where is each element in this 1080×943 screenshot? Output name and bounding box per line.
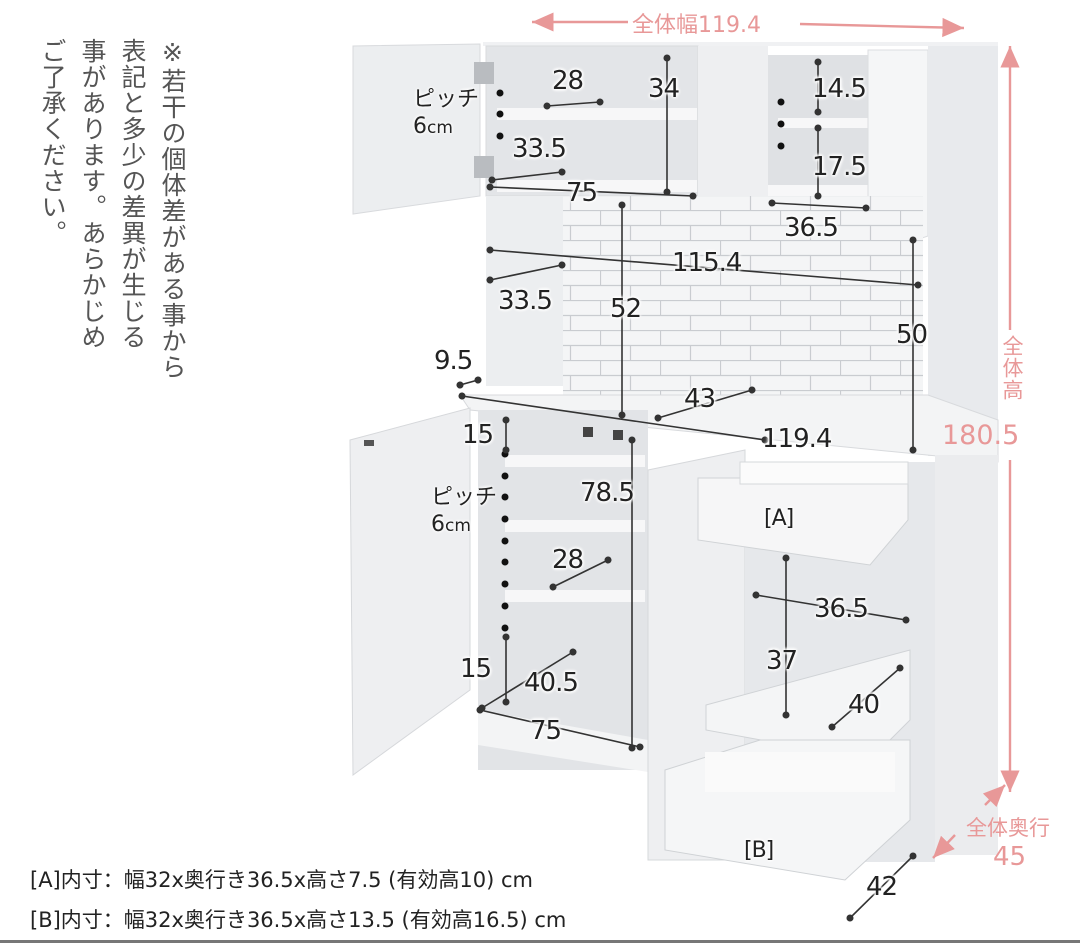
counter-width: 119.4 [762, 424, 832, 454]
lower-floor-depth: 40.5 [524, 668, 579, 698]
middle-inner-width: 115.4 [672, 248, 742, 278]
lower-top-gap: 15 [462, 420, 494, 450]
drawer-column [647, 449, 998, 881]
middle-opening [459, 196, 999, 463]
lower-shelf-depth: 28 [552, 545, 584, 575]
drawer-b-label: [B] [744, 838, 774, 863]
slide-shelf-depth: 40 [848, 690, 880, 720]
disclaimer-col-4: ご了承ください。 [38, 38, 67, 246]
upper-right-bottom-height: 17.5 [812, 152, 867, 182]
drawer-a-inner-dimensions: [A]内寸：幅32x奥行き36.5x高さ7.5 (有効高10) cm [30, 868, 533, 892]
upper-left-height: 34 [648, 74, 680, 104]
drawer-inner-depth: 36.5 [814, 594, 869, 624]
middle-depth: 33.5 [498, 286, 553, 316]
overall-depth-kanji: 全体奥行 [966, 816, 1050, 840]
bottom-divider [0, 940, 1080, 943]
disclaimer-col-1: ※若干の個体差がある事から [158, 38, 187, 380]
lower-bottom-gap: 15 [460, 654, 492, 684]
upper-left-shelf-depth: 28 [552, 66, 584, 96]
counter-offset: 9.5 [434, 346, 473, 376]
upper-left-depth: 33.5 [512, 134, 567, 164]
overall-dimension-lines [532, 12, 1020, 859]
slide-shelf-height: 37 [766, 646, 798, 676]
overall-depth-value: 45 [993, 842, 1027, 872]
lower-height: 78.5 [580, 478, 635, 508]
lower-width: 75 [530, 716, 562, 746]
lower-left-cabinet [349, 407, 648, 776]
middle-height-left: 52 [610, 294, 642, 324]
shelf-pin-holes [496, 89, 785, 632]
overall-height-kanji: 全体高 [1000, 335, 1024, 401]
counter-depth: 43 [684, 384, 716, 414]
overall-height-value: 180.5 [942, 420, 1020, 451]
overall-width-label: 全体幅119.4 [632, 13, 761, 38]
dimension-lines [456, 54, 922, 922]
disclaimer-col-2: 表記と多少の差異が生じる [118, 38, 147, 350]
middle-height-right: 50 [896, 320, 928, 350]
drawer-b-depth: 42 [866, 872, 898, 902]
drawer-a-label: [A] [764, 506, 794, 531]
upper-right-top-height: 14.5 [812, 74, 867, 104]
upper-left-width: 75 [566, 178, 598, 208]
upper-right-width: 36.5 [784, 213, 839, 243]
disclaimer-col-3: 事があります。あらかじめ [78, 38, 107, 350]
drawer-b-inner-dimensions: [B]内寸：幅32x奥行き36.5x高さ13.5 (有効高16.5) cm [30, 908, 567, 932]
